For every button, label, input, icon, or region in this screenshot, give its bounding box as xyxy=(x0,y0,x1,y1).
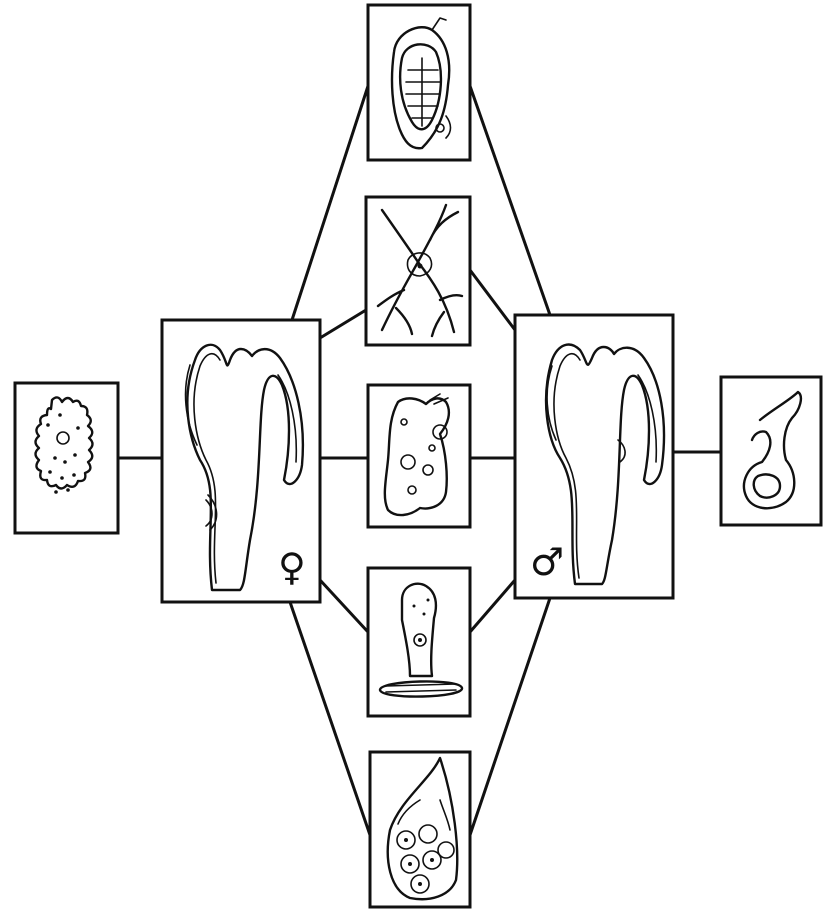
cnidocyte-box xyxy=(368,5,470,160)
epitheliomuscular-cell-box xyxy=(368,568,470,716)
male-polyp-box: ♂ xyxy=(515,315,673,598)
gland-cells-box xyxy=(370,752,470,907)
female-symbol: ♀ xyxy=(278,545,306,589)
male-symbol: ♂ xyxy=(530,540,564,584)
edge-female-to-epithelio xyxy=(320,580,368,632)
edge-bottom-to-male xyxy=(470,598,550,835)
egg-cell-box xyxy=(15,383,118,533)
female-polyp-box: ♀ xyxy=(162,320,320,602)
edge-top-to-male xyxy=(470,86,550,315)
edge-epithelio-to-male xyxy=(470,580,515,632)
nerve-cell-box xyxy=(366,197,470,345)
sperm-cell-box xyxy=(721,377,821,525)
edge-nerve-to-male xyxy=(470,270,515,330)
edge-female-to-top xyxy=(292,86,368,320)
edge-female-to-nerve xyxy=(320,310,366,338)
interstitial-cell-box xyxy=(368,385,470,527)
edge-female-to-bottom xyxy=(290,602,370,835)
